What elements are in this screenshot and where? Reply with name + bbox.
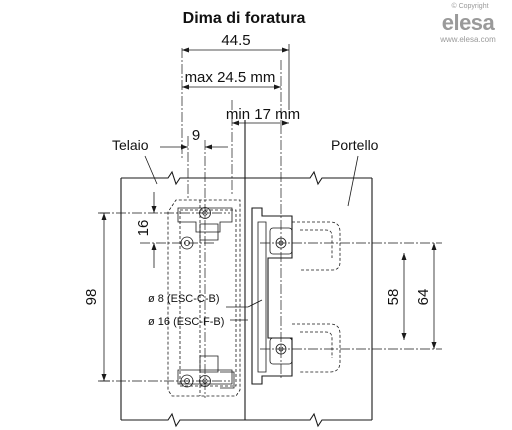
lower-fixing-block	[177, 355, 235, 389]
brand-block: © Copyright elesa www.elesa.com	[439, 2, 496, 44]
elesa-logo: elesa	[442, 10, 496, 35]
hole-16-note: ø 16 (ESC-F-B)	[148, 316, 224, 328]
dimension-58-label: 58	[385, 289, 402, 306]
centre-lines	[100, 48, 442, 398]
frame-label: Telaio	[112, 137, 149, 153]
dimension-max-24-5	[182, 84, 281, 90]
brand-url: www.elesa.com	[439, 35, 496, 44]
dimension-max-24-5-label: max 24.5 mm	[185, 69, 276, 86]
door-label: Portello	[331, 137, 379, 153]
dimension-min-17-label: min 17 mm	[226, 106, 300, 123]
dimension-9	[160, 144, 228, 150]
dimension-58	[401, 253, 407, 340]
drawing-title: Dima di foratura	[183, 10, 306, 27]
dimension-min-17	[232, 120, 289, 126]
dimension-16-label: 16	[135, 220, 152, 237]
dimension-98	[98, 212, 110, 382]
door-panel	[245, 170, 373, 428]
hinge-arms	[292, 221, 341, 373]
dimension-16	[151, 192, 157, 268]
door-hinge-plate	[251, 207, 293, 385]
dimension-98-label: 98	[83, 289, 100, 306]
dimension-9-label: 9	[192, 127, 200, 144]
dimension-64-label: 64	[415, 289, 432, 306]
copyright-notice: © Copyright	[451, 2, 488, 10]
hole-8-note: ø 8 (ESC-C-B)	[148, 293, 220, 305]
frame-panel	[120, 170, 245, 428]
dimension-44-5-label: 44.5	[221, 32, 250, 49]
dimension-44-5	[182, 44, 290, 110]
dimension-64	[431, 243, 437, 349]
